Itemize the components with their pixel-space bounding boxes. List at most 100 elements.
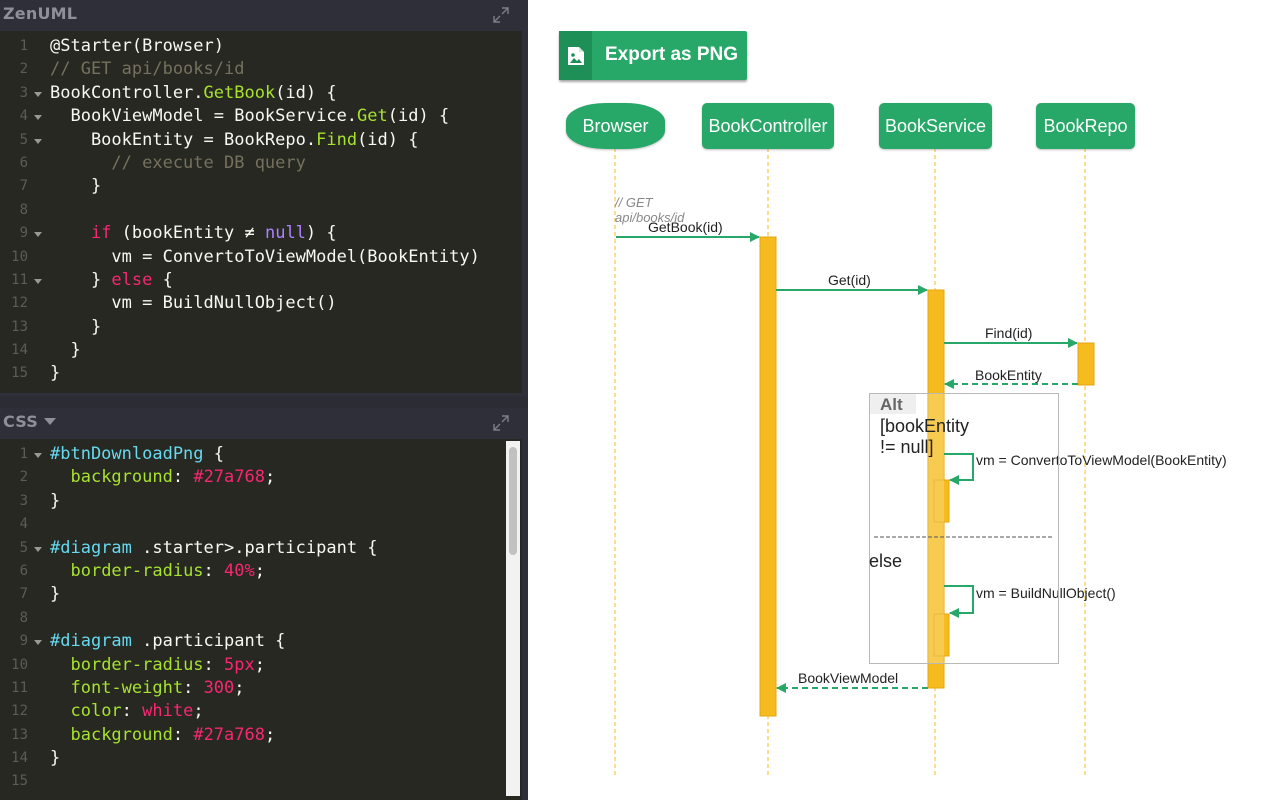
message-get-label[interactable]: Get(id) [828,272,871,288]
code-line: 2 // GET api/books/id [0,58,522,81]
line-number: 2 [0,466,28,489]
code-text: vm = BuildNullObject() [50,292,337,315]
scrollbar-thumb[interactable] [509,447,517,555]
return-book-entity-label[interactable]: BookEntity [975,367,1042,383]
code-line: 15} [0,362,522,385]
dsl-panel-title: ZenUML [3,4,77,23]
participant-book-repo[interactable]: BookRepo [1036,103,1135,149]
line-number: 12 [0,292,28,315]
code-text: font-weight: 300; [50,677,245,700]
code-text: color: white; [50,700,204,723]
line-number: 13 [0,724,28,747]
dsl-panel-header: ZenUML [0,0,522,31]
line-number: 5 [0,129,28,152]
activation-book-repo [1078,343,1094,385]
code-text: BookEntity = BookRepo.Find(id) { [50,129,418,152]
code-line: 5 BookEntity = BookRepo.Find(id) { [0,129,522,152]
code-text: if (bookEntity ≠ null) { [50,222,337,245]
fold-arrow-icon[interactable] [34,453,42,458]
line-number: 15 [0,770,28,793]
else-label: else [869,551,902,572]
line-number: 7 [0,175,28,198]
code-text: } [50,583,60,606]
scrollbar[interactable] [506,441,520,796]
code-text: } [50,362,60,385]
code-text: background: #27a768; [50,724,275,747]
activation-book-controller [760,237,776,716]
code-line: 7 } [0,175,522,198]
line-number: 11 [0,269,28,292]
line-number: 1 [0,35,28,58]
code-text: background: #27a768; [50,466,275,489]
code-line: 8 [0,199,522,222]
line-number: 11 [0,677,28,700]
line-number: 4 [0,513,28,536]
code-line: 12 color: white; [0,700,522,723]
code-text: } [50,339,81,362]
code-line: 10 border-radius: 5px; [0,654,522,677]
css-code-editor[interactable]: 1#btnDownloadPng {2 background: #27a768;… [0,439,522,800]
code-text: } else { [50,269,173,292]
fold-arrow-icon[interactable] [34,232,42,237]
editor-column: ZenUML 1@Starter(Browser) 2 // GET api/bo… [0,0,528,800]
code-line: 15 [0,770,522,793]
dsl-code-editor[interactable]: 1@Starter(Browser) 2// GET api/books/id … [0,31,522,393]
css-panel: CSS 1#btnDownloadPng {2 background: #27a… [0,408,522,800]
return-view-model-label[interactable]: BookViewModel [798,670,898,686]
fold-arrow-icon[interactable] [34,279,42,284]
code-line: 13 } [0,316,522,339]
code-text: BookViewModel = BookService.Get(id) { [50,105,449,128]
alt-tag: Alt [870,394,916,414]
code-line: 3 BookController.GetBook(id) { [0,82,522,105]
line-number: 1 [0,443,28,466]
code-text: // execute DB query [50,152,306,175]
code-line: 10 vm = ConvertoToViewModel(BookEntity) [0,246,522,269]
code-line: 6 border-radius: 40%; [0,560,522,583]
chevron-down-icon[interactable] [44,418,56,425]
code-line: 14 } [0,339,522,362]
code-text: BookController.GetBook(id) { [50,82,337,105]
line-number: 3 [0,82,28,105]
expand-icon[interactable] [492,6,510,24]
code-text: // GET api/books/id [50,58,244,81]
code-line: 12 vm = BuildNullObject() [0,292,522,315]
code-line: 8 [0,607,522,630]
code-text: border-radius: 40%; [50,560,265,583]
code-line: 7} [0,583,522,606]
code-line: 4 BookViewModel = BookService.Get(id) { [0,105,522,128]
code-line: 4 [0,513,522,536]
participant-book-service[interactable]: BookService [879,103,992,149]
participant-browser[interactable]: Browser [566,103,665,149]
message-get-book-label[interactable]: GetBook(id) [648,219,723,235]
code-text: #diagram .participant { [50,630,285,653]
fold-arrow-icon[interactable] [34,115,42,120]
code-line: 5#diagram .starter>.participant { [0,537,522,560]
css-panel-header: CSS [0,408,522,439]
message-find-label[interactable]: Find(id) [985,325,1032,341]
line-number: 4 [0,105,28,128]
code-line: 1@Starter(Browser) [0,35,522,58]
code-text: #diagram .starter>.participant { [50,537,378,560]
fold-arrow-icon[interactable] [34,139,42,144]
code-line: 9 #diagram .participant { [0,630,522,653]
fold-arrow-icon[interactable] [34,640,42,645]
code-line: 2 background: #27a768; [0,466,522,489]
line-number: 8 [0,607,28,630]
line-number: 7 [0,583,28,606]
code-text: } [50,747,60,770]
fold-arrow-icon[interactable] [34,547,42,552]
css-panel-title[interactable]: CSS [3,412,56,431]
expand-icon[interactable] [492,414,510,432]
line-number: 14 [0,747,28,770]
fold-arrow-icon[interactable] [34,92,42,97]
code-line: 14} [0,747,522,770]
alt-condition: [bookEntity != null] [880,416,969,458]
line-number: 9 [0,222,28,245]
code-line: 3} [0,490,522,513]
line-number: 3 [0,490,28,513]
line-number: 9 [0,630,28,653]
line-number: 2 [0,58,28,81]
line-number: 10 [0,246,28,269]
participant-book-controller[interactable]: BookController [702,103,834,149]
panel-divider[interactable] [0,396,528,408]
